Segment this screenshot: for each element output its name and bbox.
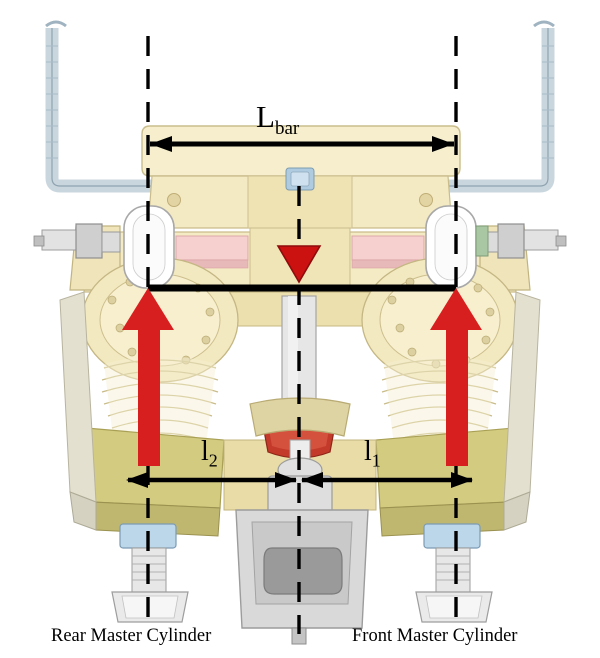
rear-force-arrow	[122, 288, 174, 466]
rear-master-cylinder-label: Rear Master Cylinder	[51, 626, 212, 646]
rear-lower-bolt	[111, 523, 189, 623]
outer-side-shields	[59, 291, 541, 531]
lbar-label: Lbar	[256, 99, 300, 140]
lower-mounting-bracket	[235, 509, 369, 645]
front-master-cylinder-label: Front Master Cylinder	[352, 626, 518, 646]
l1-dimension	[301, 472, 473, 488]
l2-dimension	[126, 472, 297, 488]
l1-label: l1	[364, 436, 381, 471]
front-cylinder-bellows	[381, 359, 499, 441]
front-lower-bolt	[415, 523, 493, 623]
l2-label: l2	[201, 436, 218, 471]
force-arrows	[122, 288, 482, 466]
balance-bar-pivot-marker	[276, 245, 322, 284]
rear-side-bolt	[33, 223, 121, 259]
front-balance-bar-clevis	[425, 205, 477, 289]
lbar-dimension	[150, 136, 454, 152]
front-side-bolt	[475, 223, 567, 259]
front-force-arrow	[430, 288, 482, 466]
